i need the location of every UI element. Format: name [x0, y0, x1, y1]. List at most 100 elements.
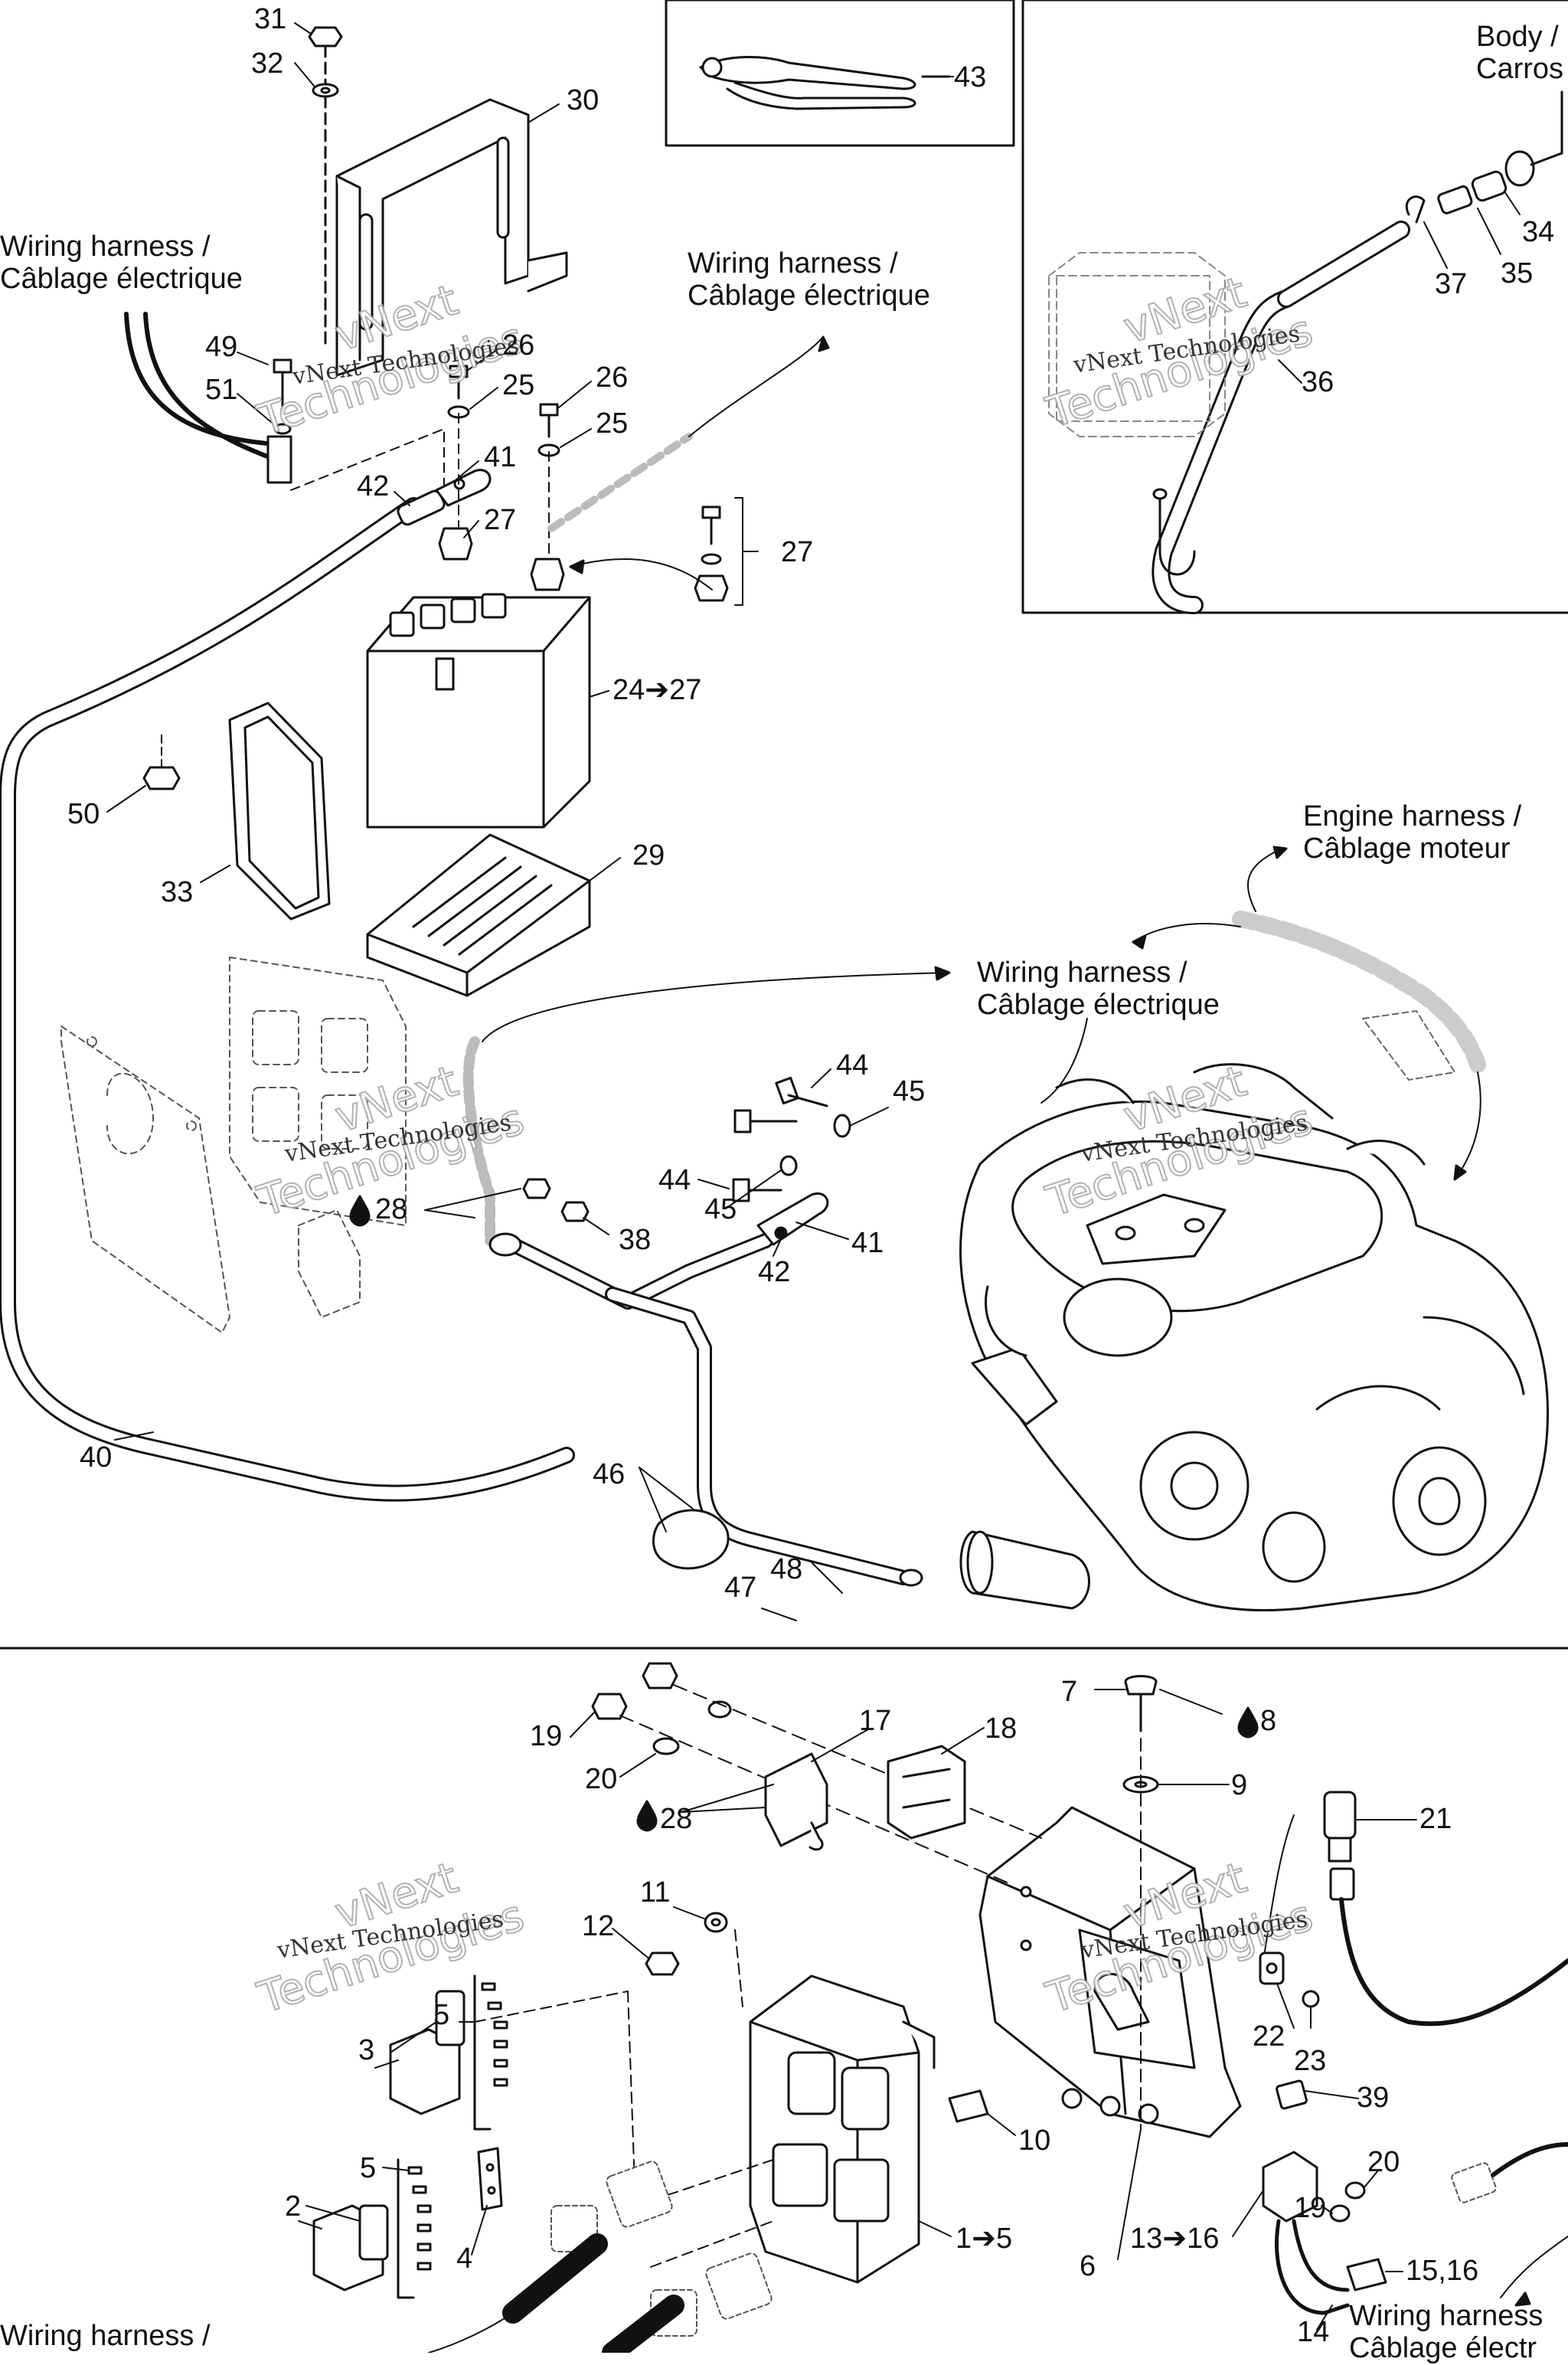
part-label-12: 12: [582, 1910, 615, 1942]
part-label-24-27: 24➔27: [612, 674, 702, 706]
ecm-bracket-ghost-outline: [60, 1025, 230, 1333]
leader-lines: [106, 22, 1521, 2331]
lock-4: [477, 2147, 503, 2211]
note-wiring-harness-top-center: Wiring harness / Câblage électrique: [688, 247, 930, 312]
battery-ghost-outline: [1048, 252, 1226, 437]
part-label-42-a: 42: [357, 470, 390, 502]
connector-bottom-right: [1451, 2162, 1497, 2203]
part-label-27-a: 27: [484, 504, 517, 536]
part-label-23: 23: [1294, 2045, 1327, 2077]
part-label-43: 43: [954, 61, 987, 93]
part-label-8: 8: [1260, 1705, 1277, 1737]
nut-51: [273, 423, 292, 435]
part-label-13-16: 13➔16: [1130, 2223, 1220, 2255]
part-label-45-a: 45: [893, 1075, 926, 1107]
washer-20-lower-right: [1344, 2181, 1366, 2200]
battery-holder-bracket: [335, 98, 568, 377]
harness-wires-top-left: [124, 312, 278, 462]
part-label-47: 47: [724, 1572, 757, 1604]
part-label-19-b: 19: [1294, 2192, 1327, 2224]
battery-tray-29: [366, 833, 591, 997]
part-label-31: 31: [254, 3, 287, 35]
part-label-26-a: 26: [502, 329, 535, 361]
bolt-44-mid: [733, 1109, 798, 1133]
terminals-5-lower: [397, 2158, 432, 2299]
oil-drop-icon-lower: [636, 1800, 658, 1832]
part-label-3: 3: [358, 2034, 375, 2066]
note-wiring-harness-middle: Wiring harness / Câblage électrique: [977, 957, 1220, 1021]
bolt-49: [273, 358, 292, 415]
connector-18: [887, 1745, 966, 1840]
part-label-5-b: 5: [360, 2152, 377, 2184]
ecm-mount-bracket-6: [978, 1806, 1242, 2138]
note-engine-harness: Engine harness / Câblage moteur: [1303, 800, 1522, 865]
nut-38b: [560, 1201, 590, 1222]
part-label-48: 48: [770, 1553, 803, 1585]
part-label-30: 30: [567, 84, 599, 116]
battery-24-27: [366, 593, 591, 829]
nut-27-a: [438, 527, 473, 561]
part-label-41-a: 41: [484, 441, 517, 473]
part-label-20-a: 20: [585, 1763, 618, 1795]
nut-19-right: [642, 1662, 678, 1690]
part-label-36: 36: [1302, 366, 1334, 398]
connector-15-16: [1346, 2258, 1387, 2291]
part-label-27-b: 27: [781, 536, 814, 568]
engine-harness-loom: [1232, 911, 1486, 1073]
washer-20-left: [652, 1737, 680, 1755]
nut-50: [142, 766, 181, 790]
harness-clip: [266, 435, 292, 484]
pliers-tool: [699, 56, 951, 110]
harness-bundle-bottom: [502, 2233, 684, 2353]
part-label-49: 49: [205, 331, 238, 363]
part-label-6: 6: [1080, 2250, 1096, 2282]
terminal-46: [899, 1568, 923, 1587]
module-13-16: [1262, 2151, 1318, 2223]
part-label-4: 4: [456, 2242, 473, 2275]
connector-39: [1276, 2079, 1308, 2110]
engine-block: [959, 1063, 1549, 1611]
part-label-46: 46: [593, 1458, 626, 1490]
part-label-11: 11: [640, 1876, 671, 1909]
cable-terminal-42-top: [397, 469, 492, 526]
part-label-21: 21: [1419, 1803, 1452, 1835]
washer-45-low: [779, 1155, 798, 1176]
vent-hose-assembly: [1152, 150, 1563, 614]
part-label-44-a: 44: [836, 1049, 869, 1081]
oil-drop-icon-bolt: [1237, 1706, 1259, 1739]
bolt-washer-nut-27-group: [694, 505, 729, 602]
bolt-26-right: [539, 403, 559, 438]
oil-drop-icon: [349, 1195, 371, 1227]
part-label-1-5: 1➔5: [956, 2223, 1013, 2255]
part-label-28-a: 28: [375, 1193, 408, 1225]
terminals-5-upper: [473, 1974, 508, 2131]
nut-19-lower-right: [1329, 2204, 1351, 2223]
sensor-21: [1323, 1791, 1357, 1901]
nut-12: [645, 1951, 680, 1976]
inset-box-vent-hose: [1021, 0, 1568, 614]
part-label-42-b: 42: [758, 1256, 791, 1288]
washer-32: [312, 83, 339, 98]
part-label-32: 32: [251, 47, 284, 80]
sensor-22: [1259, 1951, 1285, 1985]
part-label-34: 34: [1522, 216, 1555, 248]
part-label-26-b: 26: [596, 361, 629, 394]
part-label-2: 2: [285, 2190, 302, 2223]
note-wiring-harness-top-left: Wiring harness / Câblage électrique: [0, 231, 243, 295]
ecm-module-1-5: [749, 1974, 936, 2284]
connector-2: [312, 2204, 389, 2291]
note-body-carrosserie: Body / Carros: [1476, 21, 1564, 85]
relay-28-ghost: [298, 1209, 361, 1318]
nut-27-b: [530, 558, 565, 591]
part-label-44-b: 44: [658, 1164, 691, 1196]
part-label-19-a: 19: [530, 1720, 563, 1752]
part-label-35: 35: [1501, 257, 1534, 289]
part-label-39: 39: [1357, 2082, 1390, 2114]
part-label-17: 17: [859, 1705, 892, 1737]
relay-17: [764, 1752, 828, 1851]
part-label-29: 29: [632, 839, 665, 872]
part-label-37: 37: [1435, 268, 1468, 300]
starter-motor: [959, 1530, 1090, 1610]
part-label-38: 38: [619, 1224, 652, 1256]
